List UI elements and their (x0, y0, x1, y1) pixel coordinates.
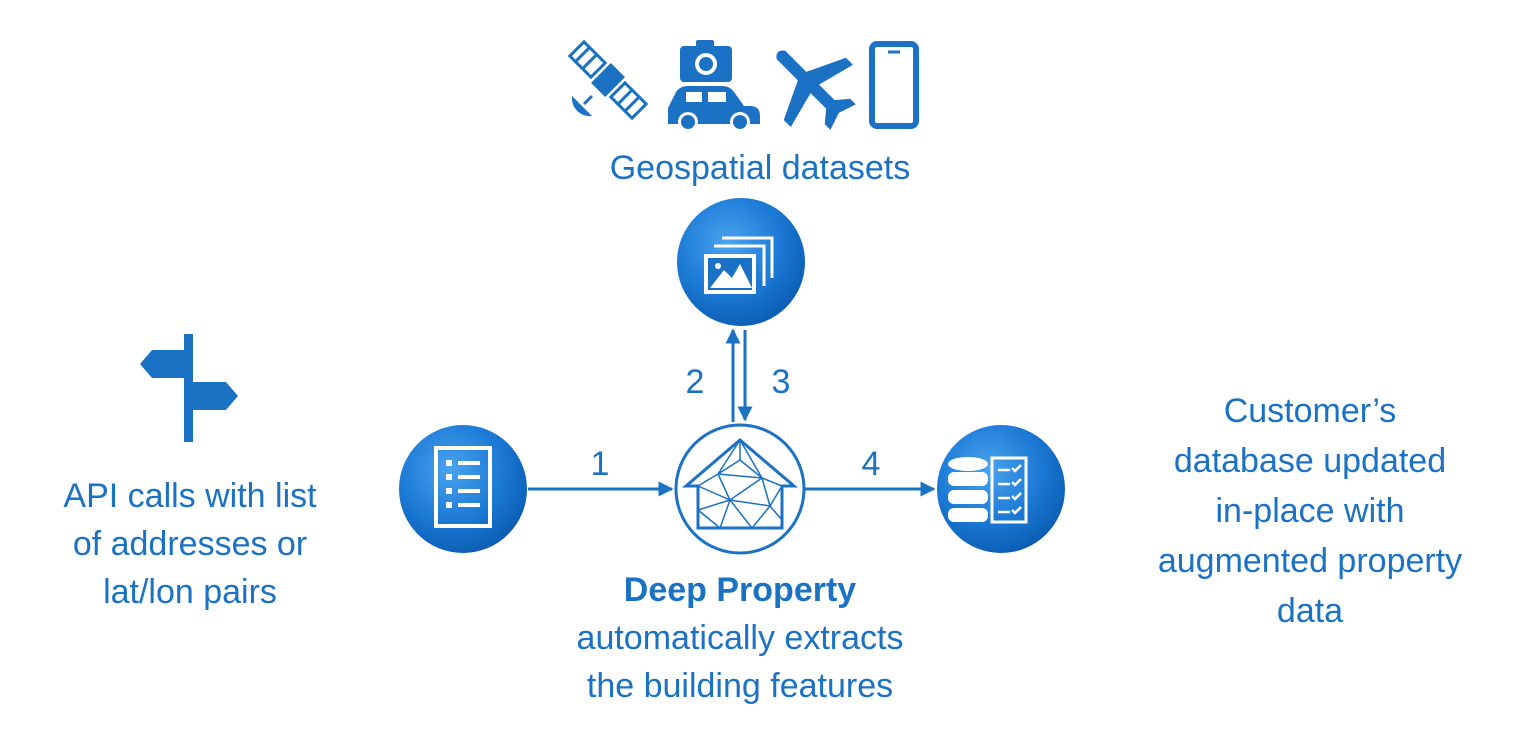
step-4-label: 4 (861, 445, 881, 483)
database-node (937, 425, 1065, 553)
step-1-label: 1 (590, 445, 610, 483)
deep-property-node (674, 423, 806, 555)
camera-car-icon (668, 40, 760, 132)
geospatial-label: Geospatial datasets (609, 149, 911, 187)
step-3-label: 3 (771, 363, 791, 401)
deep-property-label: Deep Property automatically extracts the… (520, 566, 960, 710)
database-checklist-icon (948, 456, 1028, 524)
step-2-label: 2 (685, 363, 705, 401)
smartphone-icon (869, 41, 919, 129)
image-gallery-icon (704, 236, 774, 294)
address-list-node (399, 425, 527, 553)
geospatial-images-node (677, 198, 805, 326)
house-mesh-icon (681, 438, 799, 530)
satellite-icon (567, 39, 649, 121)
customer-database-label: Customer’s database updated in-place wit… (1157, 392, 1463, 630)
signpost-icon (140, 334, 238, 442)
api-calls-label: API calls with list of addresses or lat/… (63, 477, 317, 611)
airplane-icon (776, 50, 856, 130)
deep-property-title: Deep Property (623, 571, 857, 609)
address-list-icon (434, 446, 492, 528)
